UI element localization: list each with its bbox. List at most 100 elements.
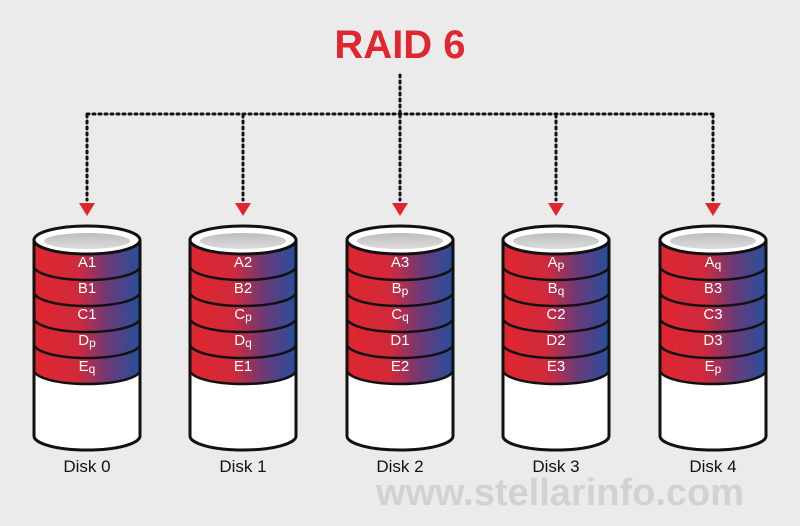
block-label: C2 xyxy=(546,306,565,323)
block-label-main: A xyxy=(705,254,715,271)
block-label: D2 xyxy=(546,332,565,349)
block-label-main: E xyxy=(705,358,715,375)
disk-name: Disk 0 xyxy=(63,457,110,476)
block-label-main: B xyxy=(234,280,244,297)
connector-lines xyxy=(79,73,721,216)
block-label-main: E xyxy=(79,358,89,375)
block-label-main: C xyxy=(546,306,557,323)
arrow-down-icon xyxy=(548,203,564,216)
disk-top-inner xyxy=(513,233,599,249)
disk-outline xyxy=(501,240,611,452)
block-label-sub: 1 xyxy=(88,306,96,323)
block-label: A2 xyxy=(234,254,252,271)
block-label-main: D xyxy=(234,332,245,349)
block-label: Bp xyxy=(392,280,409,298)
disk-top-inner xyxy=(44,233,130,249)
block-label: E2 xyxy=(391,358,409,375)
disk-name: Disk 4 xyxy=(689,457,736,476)
block-label-sub: 1 xyxy=(244,358,252,375)
block-label-main: C xyxy=(234,306,245,323)
block-label-sub: p xyxy=(245,310,252,324)
arrow-down-icon xyxy=(705,203,721,216)
block-label: D3 xyxy=(703,332,722,349)
block-label: B2 xyxy=(234,280,252,297)
disk-top-inner xyxy=(357,233,443,249)
block-label-sub: q xyxy=(715,258,722,272)
arrow-down-icon xyxy=(235,203,251,216)
block-label-main: A xyxy=(234,254,244,271)
block-label-sub: 3 xyxy=(557,358,565,375)
block-label-main: B xyxy=(78,280,88,297)
block-label: E3 xyxy=(547,358,565,375)
block-label-sub: 1 xyxy=(88,280,96,297)
block-label-sub: 3 xyxy=(401,254,409,271)
disk-name: Disk 3 xyxy=(532,457,579,476)
block-label-main: A xyxy=(78,254,88,271)
block-label: C1 xyxy=(77,306,96,323)
block-label-main: D xyxy=(78,332,89,349)
block-label: Dq xyxy=(234,332,252,350)
block-label-sub: q xyxy=(402,310,409,324)
block-label-sub: 3 xyxy=(714,280,722,297)
arrow-down-icon xyxy=(392,203,408,216)
block-label-sub: 2 xyxy=(244,280,252,297)
block-label: B3 xyxy=(704,280,722,297)
disk-outline xyxy=(32,240,142,452)
block-label-main: A xyxy=(548,254,558,271)
block-label-main: E xyxy=(234,358,244,375)
block-label-sub: 3 xyxy=(714,306,722,323)
block-label-main: D xyxy=(390,332,401,349)
block-label: Cp xyxy=(234,306,252,324)
block-label-main: B xyxy=(548,280,558,297)
block-label-main: C xyxy=(77,306,88,323)
block-label-sub: 3 xyxy=(714,332,722,349)
block-label: D1 xyxy=(390,332,409,349)
block-label-sub: p xyxy=(89,336,96,350)
block-label: Aq xyxy=(705,254,722,272)
block-label: A3 xyxy=(391,254,409,271)
block-label-sub: 2 xyxy=(401,358,409,375)
disk-outline xyxy=(658,240,768,452)
block-label-sub: p xyxy=(402,284,409,298)
block-label: B1 xyxy=(78,280,96,297)
block-label-main: B xyxy=(392,280,402,297)
block-label-main: E xyxy=(547,358,557,375)
block-label-main: C xyxy=(703,306,714,323)
block-label: E1 xyxy=(234,358,252,375)
block-label-sub: 2 xyxy=(244,254,252,271)
diagram-title: RAID 6 xyxy=(334,23,465,67)
disk-outline xyxy=(188,240,298,452)
block-label-main: D xyxy=(703,332,714,349)
disk-name: Disk 1 xyxy=(219,457,266,476)
block-label: Cq xyxy=(391,306,409,324)
block-label: Dp xyxy=(78,332,96,350)
block-label: Eq xyxy=(79,358,96,376)
block-label-sub: 2 xyxy=(557,306,565,323)
block-label: Ep xyxy=(705,358,722,376)
block-label-sub: 1 xyxy=(401,332,409,349)
disk-top-inner xyxy=(670,233,756,249)
block-label: A1 xyxy=(78,254,96,271)
block-label-sub: 2 xyxy=(557,332,565,349)
block-label-sub: p xyxy=(558,258,565,272)
block-label-main: A xyxy=(391,254,401,271)
block-label-main: D xyxy=(546,332,557,349)
block-label-main: E xyxy=(391,358,401,375)
block-label-main: B xyxy=(704,280,714,297)
disk-top-inner xyxy=(200,233,286,249)
block-label-main: C xyxy=(391,306,402,323)
block-label-sub: 1 xyxy=(88,254,96,271)
watermark: www.stellarinfo.com xyxy=(375,472,744,514)
block-label: Ap xyxy=(548,254,565,272)
block-label: Bq xyxy=(548,280,565,298)
block-label-sub: p xyxy=(715,362,722,376)
disk-outline xyxy=(345,240,455,452)
disk-name: Disk 2 xyxy=(376,457,423,476)
block-label-sub: q xyxy=(245,336,252,350)
